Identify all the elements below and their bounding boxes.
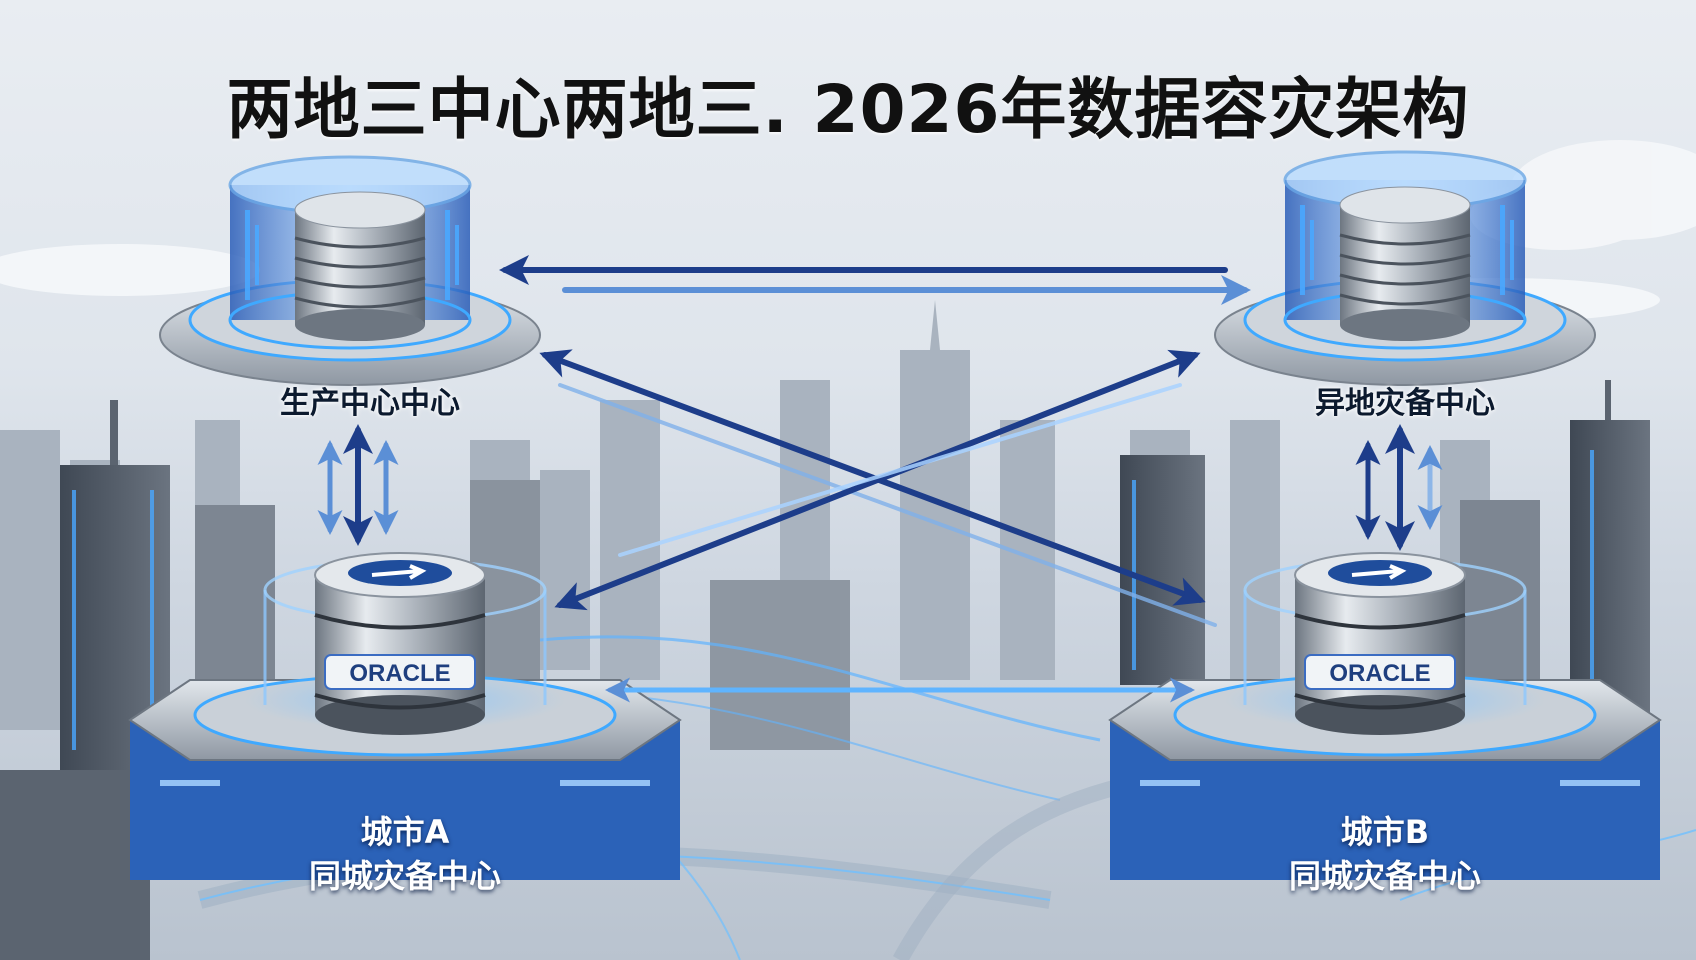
- city-b-role: 同城灾备中心: [1288, 857, 1481, 895]
- production-db-cylinder: [294, 191, 426, 341]
- arrow-remote-to-city-a-dark: [554, 349, 1201, 611]
- page-title: 两地三中心两地三. 2026年数据容灾架构: [226, 71, 1470, 148]
- city-a-oracle-logo: ORACLE: [349, 660, 450, 687]
- city-a-name: 城市A: [360, 813, 450, 851]
- city-b-oracle-logo: ORACLE: [1329, 660, 1430, 687]
- city-b-label: 城市B 同城灾备中心: [1235, 810, 1535, 898]
- city-a-role: 同城灾备中心: [308, 857, 501, 895]
- city-b-oracle-db: ORACLE: [1294, 552, 1466, 735]
- city-a-oracle-db: ORACLE: [314, 552, 486, 735]
- production-center-node: [159, 155, 541, 386]
- replication-arrows: [317, 255, 1443, 703]
- city-a-center-node: ORACLE: [128, 552, 682, 880]
- city-a-label: 城市A 同城灾备中心: [255, 810, 555, 898]
- remote-db-cylinder: [1339, 186, 1471, 341]
- remote-dr-center-node: [1214, 150, 1596, 386]
- production-center-label: 生产中心中心: [280, 386, 460, 421]
- city-b-name: 城市B: [1340, 813, 1430, 851]
- arrow-remote-to-city-a-light: [618, 383, 1182, 557]
- city-b-center-node: ORACLE: [1108, 552, 1662, 880]
- remote-dr-center-label: 异地灾备中心: [1315, 386, 1495, 421]
